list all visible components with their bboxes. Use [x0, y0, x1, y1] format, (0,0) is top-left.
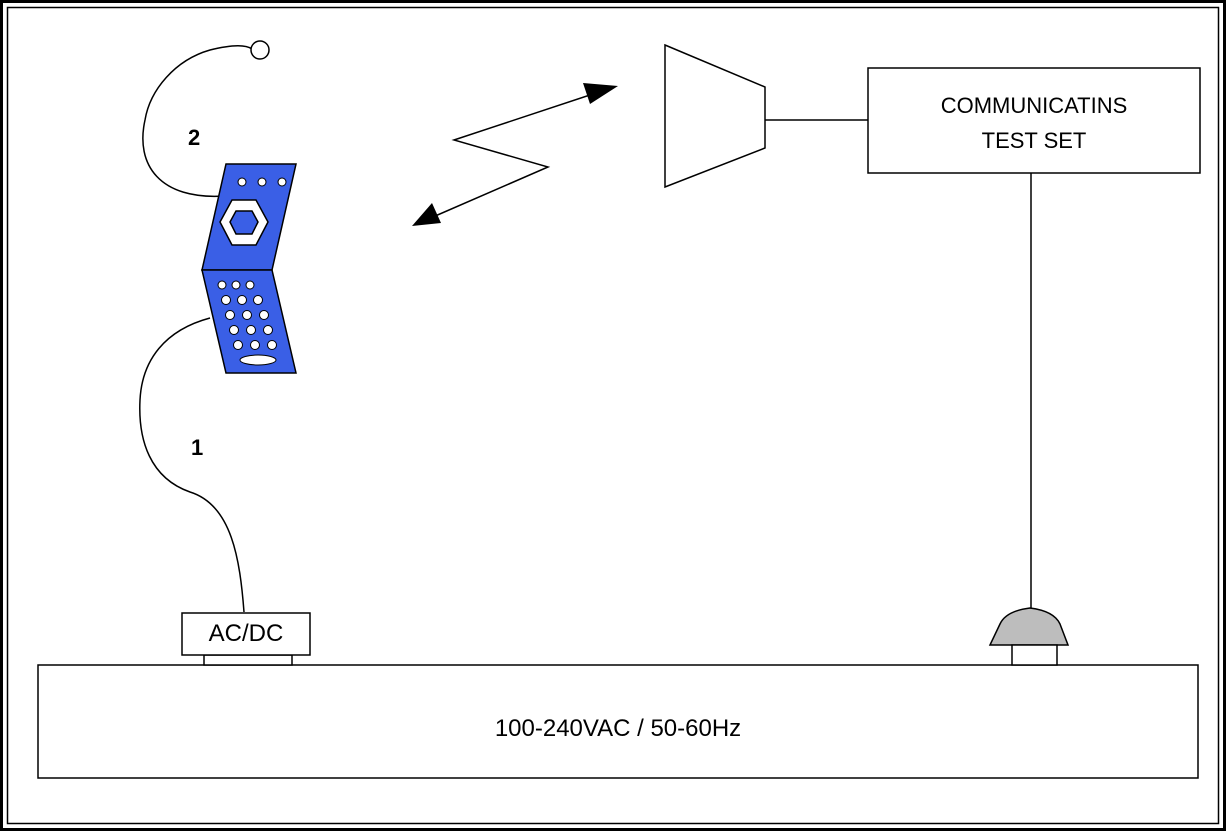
cable-2: [142, 45, 253, 197]
power-supply-label: 100-240VAC / 50-60Hz: [494, 715, 742, 742]
phone-keypad: [217, 280, 277, 366]
acdc-adapter-plug: [203, 654, 293, 666]
antenna-tip: [250, 40, 270, 60]
wireless-link-line: [425, 90, 603, 221]
test-antenna-icon: [664, 43, 766, 189]
cable-2-label: 2: [188, 125, 201, 150]
test-set-box: [867, 67, 1201, 174]
acdc-adapter-label: AC/DC: [208, 620, 284, 647]
cable-1: [139, 317, 245, 613]
arrow-head-to-phone: [412, 203, 441, 226]
arrow-head-to-antenna: [583, 83, 618, 104]
ground-connector-base: [1011, 644, 1058, 666]
cable-1-label: 1: [191, 435, 204, 460]
test-set-label-line2: TEST SET: [981, 128, 1087, 153]
mobile-phone-icon: [201, 163, 297, 374]
acdc-adapter-box: [181, 612, 311, 656]
ground-connector-icon: [988, 607, 1070, 646]
test-set-label: COMMUNICATINS TEST SET: [868, 88, 1200, 158]
test-set-label-line1: COMMUNICATINS: [940, 93, 1128, 118]
power-supply-box: [37, 664, 1199, 779]
